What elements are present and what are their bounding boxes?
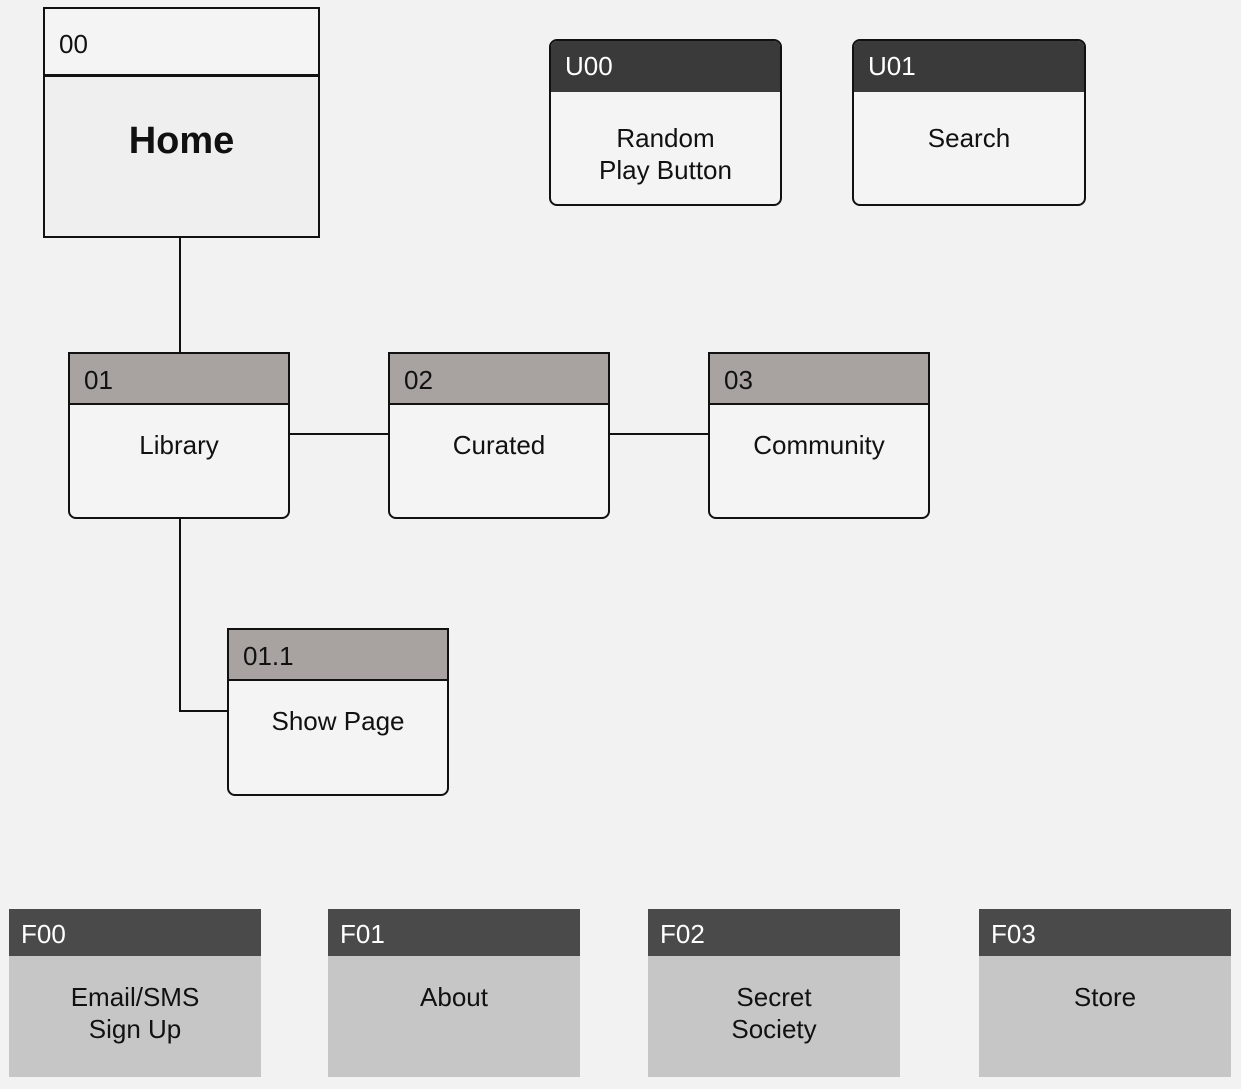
node-library[interactable]: 01 Library [68,352,290,519]
node-label: Library [70,405,288,517]
node-id: F02 [660,919,705,949]
node-label-text: Library [139,430,219,460]
node-label-text: Show Page [271,706,405,736]
node-label: Curated [390,405,608,517]
node-email-sms-signup[interactable]: F00 Email/SMS Sign Up [9,909,261,1077]
node-id: 02 [404,365,433,395]
node-id: F01 [340,919,385,949]
node-label-text: Store [1073,982,1137,1012]
node-id-header: 01 [70,354,288,405]
node-label: Store [979,956,1231,1077]
node-id-header: 01.1 [229,630,447,681]
node-home[interactable]: 00 Home [43,7,320,238]
node-id: 01 [84,365,113,395]
node-about[interactable]: F01 About [328,909,580,1077]
node-id: F03 [991,919,1036,949]
node-id-header: U00 [551,41,780,92]
connector-library-showpage [179,519,227,712]
node-id-header: F02 [648,909,900,956]
node-id-header: F03 [979,909,1231,956]
node-id: U00 [565,51,613,81]
node-label: Show Page [229,681,447,794]
node-label-line: Random [616,123,715,153]
node-id: 03 [724,365,753,395]
node-id: 00 [59,29,88,59]
node-id-header: 03 [710,354,928,405]
node-id-header: U01 [854,41,1084,92]
node-random-play-button[interactable]: U00 Random Play Button [549,39,782,206]
node-secret-society[interactable]: F02 Secret Society [648,909,900,1077]
node-label: Search [854,92,1084,204]
node-id: F00 [21,919,66,949]
node-label: Random Play Button [551,92,780,204]
node-label: About [328,956,580,1077]
node-community[interactable]: 03 Community [708,352,930,519]
node-label-line: Sign Up [88,1014,182,1044]
node-id-header: 02 [390,354,608,405]
node-show-page[interactable]: 01.1 Show Page [227,628,449,796]
node-store[interactable]: F03 Store [979,909,1231,1077]
node-label: Email/SMS Sign Up [9,956,261,1077]
node-label-line: Email/SMS [70,982,200,1012]
node-label-line: Play Button [599,155,732,185]
node-label-text: Search [927,123,1011,153]
node-id-header: F01 [328,909,580,956]
node-id-header: F00 [9,909,261,956]
node-label-text: Curated [452,430,546,460]
node-curated[interactable]: 02 Curated [388,352,610,519]
node-id: 01.1 [243,641,294,671]
node-search[interactable]: U01 Search [852,39,1086,206]
node-id: U01 [868,51,916,81]
node-label-text: About [420,982,488,1012]
node-label-text: Home [128,120,235,162]
node-label: Secret Society [648,956,900,1077]
node-label-line: Society [731,1014,817,1044]
node-id-header: 00 [45,9,318,77]
node-label: Home [45,77,318,236]
node-label-line: Secret [736,982,812,1012]
node-label-text: Community [753,430,885,460]
node-label: Community [710,405,928,517]
